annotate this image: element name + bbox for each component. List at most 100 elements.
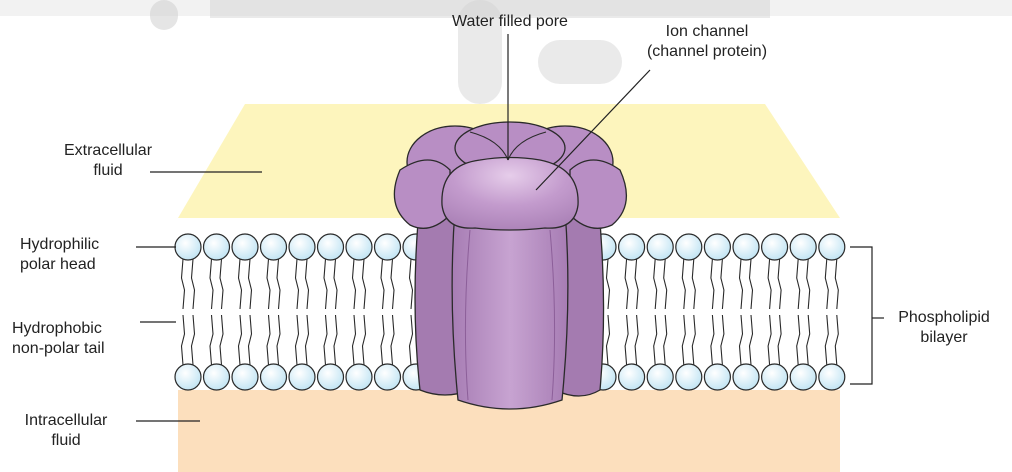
polar-head bbox=[619, 364, 645, 390]
lipid-tail bbox=[721, 315, 724, 365]
polar-head bbox=[762, 364, 788, 390]
lipid-tail bbox=[220, 259, 223, 309]
lipid-tail bbox=[277, 315, 280, 365]
polar-head bbox=[289, 234, 315, 260]
bilayer-label-line2: bilayer bbox=[876, 328, 1012, 348]
polar-head bbox=[346, 364, 372, 390]
lipid-tail bbox=[825, 259, 828, 309]
lipid-tail bbox=[353, 259, 356, 309]
lipid-tail bbox=[391, 259, 394, 309]
polar-head bbox=[289, 364, 315, 390]
lipid-tail bbox=[711, 315, 714, 365]
extracellular-label: Extracellular fluid bbox=[38, 141, 178, 181]
lipid-tail bbox=[334, 259, 337, 309]
intracellular-label: Intracellular fluid bbox=[6, 411, 126, 451]
polar-head bbox=[647, 234, 673, 260]
lipid-tail bbox=[182, 259, 185, 309]
lipid-tail bbox=[296, 315, 299, 365]
lipid-tail bbox=[711, 259, 714, 309]
ion-channel-protein bbox=[394, 122, 626, 409]
polar-head bbox=[232, 364, 258, 390]
polar-head bbox=[375, 234, 401, 260]
polar-head bbox=[819, 234, 845, 260]
polar-head bbox=[733, 234, 759, 260]
lipid-tail bbox=[807, 315, 810, 365]
extracellular-label-line1: Extracellular bbox=[38, 141, 178, 161]
polar-head bbox=[647, 364, 673, 390]
hydrophilic-label-line2: polar head bbox=[20, 255, 99, 275]
lipid-tail bbox=[682, 315, 685, 365]
lipid-tail bbox=[797, 259, 800, 309]
lipid-tail bbox=[664, 315, 667, 365]
lipid-tail bbox=[635, 259, 638, 309]
polar-head bbox=[733, 364, 759, 390]
polar-head bbox=[318, 364, 344, 390]
polar-head bbox=[261, 364, 287, 390]
lipid-tail bbox=[635, 315, 638, 365]
lipid-tail bbox=[654, 259, 657, 309]
lipid-tail bbox=[664, 259, 667, 309]
bilayer-bracket bbox=[850, 247, 872, 384]
polar-head bbox=[175, 234, 201, 260]
polar-head bbox=[619, 234, 645, 260]
polar-head bbox=[204, 364, 230, 390]
extracellular-label-line2: fluid bbox=[38, 161, 178, 181]
polar-head bbox=[790, 364, 816, 390]
polar-head bbox=[676, 234, 702, 260]
lipid-tail bbox=[625, 315, 628, 365]
lipid-tail bbox=[835, 315, 838, 365]
lipid-tail bbox=[721, 259, 724, 309]
lipid-tail bbox=[381, 315, 384, 365]
lipid-tail bbox=[249, 315, 252, 365]
intracellular-label-line1: Intracellular bbox=[6, 411, 126, 431]
lipid-tail bbox=[740, 315, 743, 365]
polar-head bbox=[232, 234, 258, 260]
bilayer-label: Phospholipid bilayer bbox=[876, 308, 1012, 348]
lipid-tail bbox=[363, 259, 366, 309]
lipid-tail bbox=[306, 259, 309, 309]
polar-head bbox=[318, 234, 344, 260]
hydrophilic-label-line1: Hydrophilic bbox=[20, 235, 99, 255]
polar-head bbox=[790, 234, 816, 260]
lipid-tail bbox=[239, 315, 242, 365]
lipid-tail bbox=[750, 259, 753, 309]
polar-head bbox=[204, 234, 230, 260]
polar-head bbox=[261, 234, 287, 260]
polar-head bbox=[819, 364, 845, 390]
hydrophilic-label: Hydrophilic polar head bbox=[20, 235, 99, 275]
protein-cap bbox=[442, 158, 578, 231]
lipid-tail bbox=[768, 259, 771, 309]
ion-channel-label: Ion channel (channel protein) bbox=[612, 22, 802, 62]
lipid-tail bbox=[607, 315, 610, 365]
lipid-tail bbox=[381, 259, 384, 309]
lipid-tail bbox=[778, 259, 781, 309]
lipid-tail bbox=[277, 259, 280, 309]
lipid-tail bbox=[249, 259, 252, 309]
water-pore-label: Water filled pore bbox=[420, 12, 600, 32]
lipid-tail bbox=[410, 315, 413, 365]
lipid-tail bbox=[363, 315, 366, 365]
lipid-tail bbox=[692, 315, 695, 365]
watermark-shape bbox=[150, 0, 178, 30]
lipid-tail bbox=[692, 259, 695, 309]
lipid-tail bbox=[835, 259, 838, 309]
lipid-tail bbox=[410, 259, 413, 309]
hydrophobic-label: Hydrophobic non-polar tail bbox=[12, 319, 105, 359]
lipid-tail bbox=[267, 259, 270, 309]
polar-head bbox=[676, 364, 702, 390]
ion-channel-label-line1: Ion channel bbox=[612, 22, 802, 42]
polar-head bbox=[175, 364, 201, 390]
lipid-tail bbox=[182, 315, 185, 365]
hydrophobic-label-line2: non-polar tail bbox=[12, 339, 105, 359]
lipid-tail bbox=[797, 315, 800, 365]
polar-head bbox=[762, 234, 788, 260]
lipid-tail bbox=[750, 315, 753, 365]
lipid-tail bbox=[324, 259, 327, 309]
lipid-tail bbox=[210, 315, 213, 365]
lipid-tail bbox=[296, 259, 299, 309]
lipid-tail bbox=[625, 259, 628, 309]
lipid-tail bbox=[825, 315, 828, 365]
lipid-tail bbox=[654, 315, 657, 365]
lipid-tail bbox=[353, 315, 356, 365]
